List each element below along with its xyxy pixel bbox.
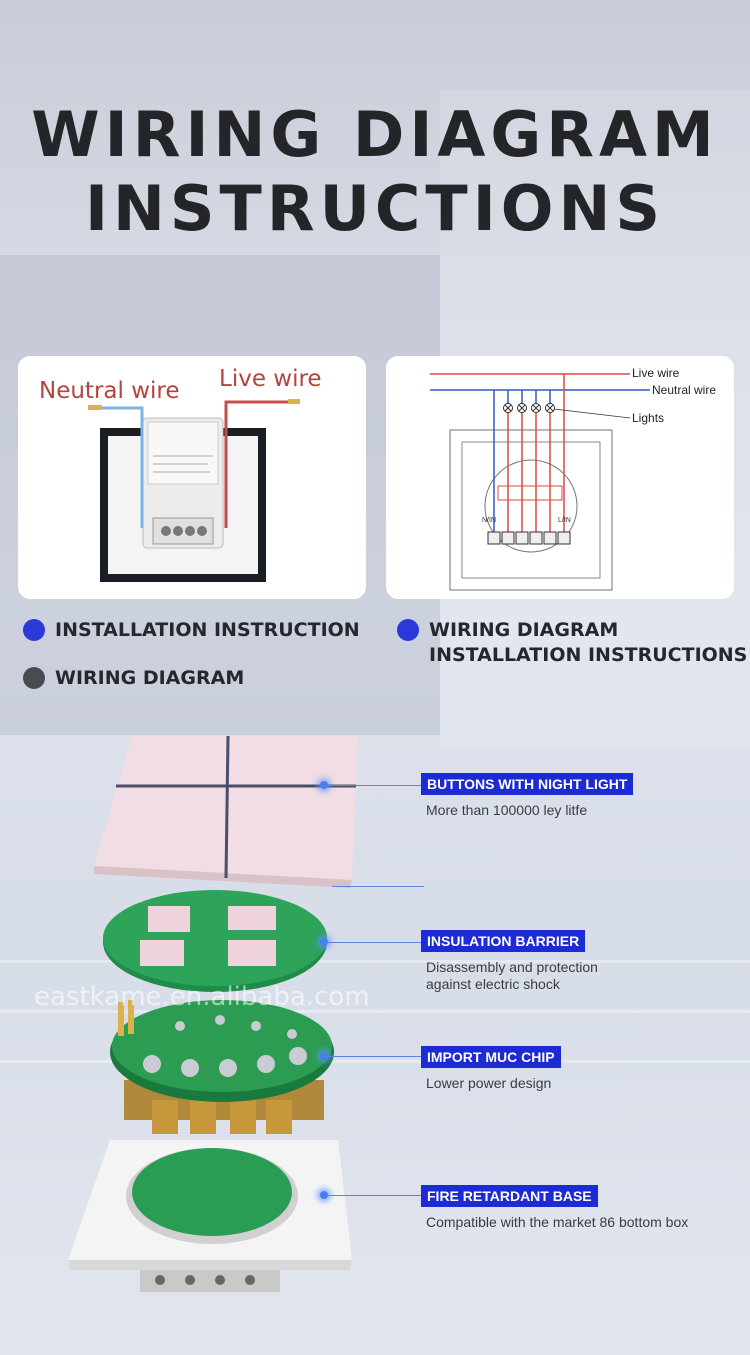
live-wire-label: Live wire <box>632 366 680 380</box>
feature-desc-insulation-line2: against electric shock <box>426 976 560 992</box>
feature-leader-line <box>328 1195 421 1196</box>
feature-marker-dot <box>320 1052 328 1060</box>
background-stripe <box>0 960 750 963</box>
watermark: eastkame.en.alibaba.com <box>34 982 370 1012</box>
background-stripe <box>0 1010 750 1013</box>
terminal-n-label: N/IN <box>482 517 496 524</box>
legend-dot-blue <box>397 619 419 641</box>
neutral-wire-label: Neutral wire <box>652 383 717 397</box>
legend-dot-gray <box>23 667 45 689</box>
feature-desc-buttons: More than 100000 ley litfe <box>426 802 588 818</box>
feature-title-insulation: INSULATION BARRIER <box>421 930 586 952</box>
feature-marker-dot <box>320 938 328 946</box>
lights-label: Lights <box>632 411 665 425</box>
background-stripe <box>0 1060 750 1063</box>
wiring-schematic: N/IN L/IN <box>430 373 650 591</box>
terminal-l-label: L/IN <box>558 517 571 524</box>
feature-marker-dot <box>320 1191 328 1199</box>
feature-title-buttons: BUTTONS WITH NIGHT LIGHT <box>421 773 634 795</box>
page-title-line2: INSTRUCTIONS <box>84 172 666 245</box>
legend-installation-instruction: INSTALLATION INSTRUCTION <box>55 619 360 641</box>
feature-desc-chip: Lower power design <box>426 1075 552 1091</box>
switch-photo-card: Neutral wire Live wire <box>18 356 366 599</box>
legend-dot-blue <box>23 619 45 641</box>
feature-leader-line <box>328 942 421 943</box>
wiring-diagram-card: N/IN L/IN Live wire Neutral wire Lights <box>386 356 734 599</box>
legend-wiring-diagram: WIRING DIAGRAM <box>55 667 245 689</box>
feature-leader-line <box>328 785 421 786</box>
feature-desc-base: Compatible with the market 86 bottom box <box>426 1214 689 1230</box>
legend-wiring-diagram-line2: INSTALLATION INSTRUCTIONS <box>429 644 748 666</box>
feature-leader-line <box>332 886 424 887</box>
page-title-line1: WIRING DIAGRAM <box>31 98 719 171</box>
exploded-switch-illustration <box>68 735 358 1292</box>
feature-desc-insulation-line1: Disassembly and protection <box>426 959 598 975</box>
feature-title-base: FIRE RETARDANT BASE <box>421 1185 598 1207</box>
neutral-wire-label: Neutral wire <box>39 378 180 404</box>
feature-title-chip: IMPORT MUC CHIP <box>421 1046 561 1068</box>
live-wire-label: Live wire <box>219 366 322 392</box>
feature-marker-dot <box>320 781 328 789</box>
switch-back-illustration <box>88 399 300 582</box>
legend-wiring-diagram-line1: WIRING DIAGRAM <box>429 619 619 641</box>
feature-leader-line <box>328 1056 421 1057</box>
